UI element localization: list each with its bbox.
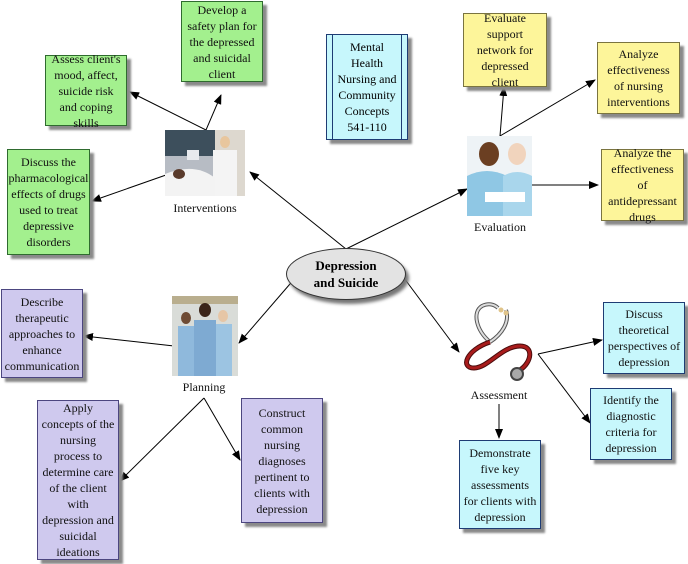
link-center-evaluation [345, 188, 468, 250]
link-center-planning [238, 276, 297, 344]
objective-pharmacological-effects: Discuss the pharmacological effects of d… [7, 149, 90, 255]
objective-diagnostic-criteria: Identify the diagnostic criteria for dep… [590, 388, 672, 460]
link-interventions-assess [129, 91, 207, 131]
nursing-team-photo [172, 296, 238, 376]
link-assessment-identify [537, 353, 591, 424]
objective-apply-nursing-process: Apply concepts of the nursing process to… [37, 400, 119, 560]
link-center-assessment [403, 277, 460, 353]
objective-theoretical-perspectives: Discuss theoretical perspectives of depr… [603, 302, 685, 374]
course-title-box: Mental Health Nursing and Community Conc… [326, 34, 408, 140]
course-title: Mental Health Nursing and Community Conc… [337, 40, 397, 134]
objective-five-key-assessments: Demonstrate five key assessments for cli… [459, 440, 541, 529]
objective-nursing-diagnoses: Construct common nursing diagnoses perti… [241, 398, 323, 523]
objective-antidepressant-effectiveness: Analyze the effectiveness of antidepress… [601, 146, 684, 224]
nurses-reviewing-chart-photo [467, 136, 532, 216]
link-center-interventions [249, 171, 347, 250]
link-evaluation-support [499, 86, 508, 137]
link-evaluation-nursing [499, 79, 596, 137]
objective-therapeutic-approaches: Describe therapeutic approaches to enhan… [1, 289, 83, 378]
central-topic-label: Depression and Suicide [313, 258, 379, 290]
link-assessment-discuss [537, 338, 603, 355]
link-interventions-safety [205, 94, 222, 131]
evaluation-label: Evaluation [474, 220, 526, 234]
hospital-bedside-photo [165, 130, 245, 196]
objective-safety-plan: Develop a safety plan for the depressed … [181, 1, 263, 82]
objective-assess-mood: Assess client's mood, affect, suicide ri… [45, 52, 127, 130]
link-interventions-pharm [91, 174, 167, 202]
link-planning-construct [203, 397, 241, 461]
planning-label: Planning [182, 380, 226, 394]
objective-support-network: Evaluate support network for depressed c… [463, 11, 547, 89]
stethoscope-icon [458, 300, 540, 386]
central-topic: Depression and Suicide [286, 248, 406, 300]
interventions-label: Interventions [173, 201, 237, 215]
assessment-label: Assessment [470, 388, 528, 402]
objective-nursing-interventions-effectiveness: Analyze effectiveness of nursing interve… [597, 42, 680, 114]
link-planning-apply [119, 397, 205, 482]
link-planning-describe [83, 333, 175, 347]
